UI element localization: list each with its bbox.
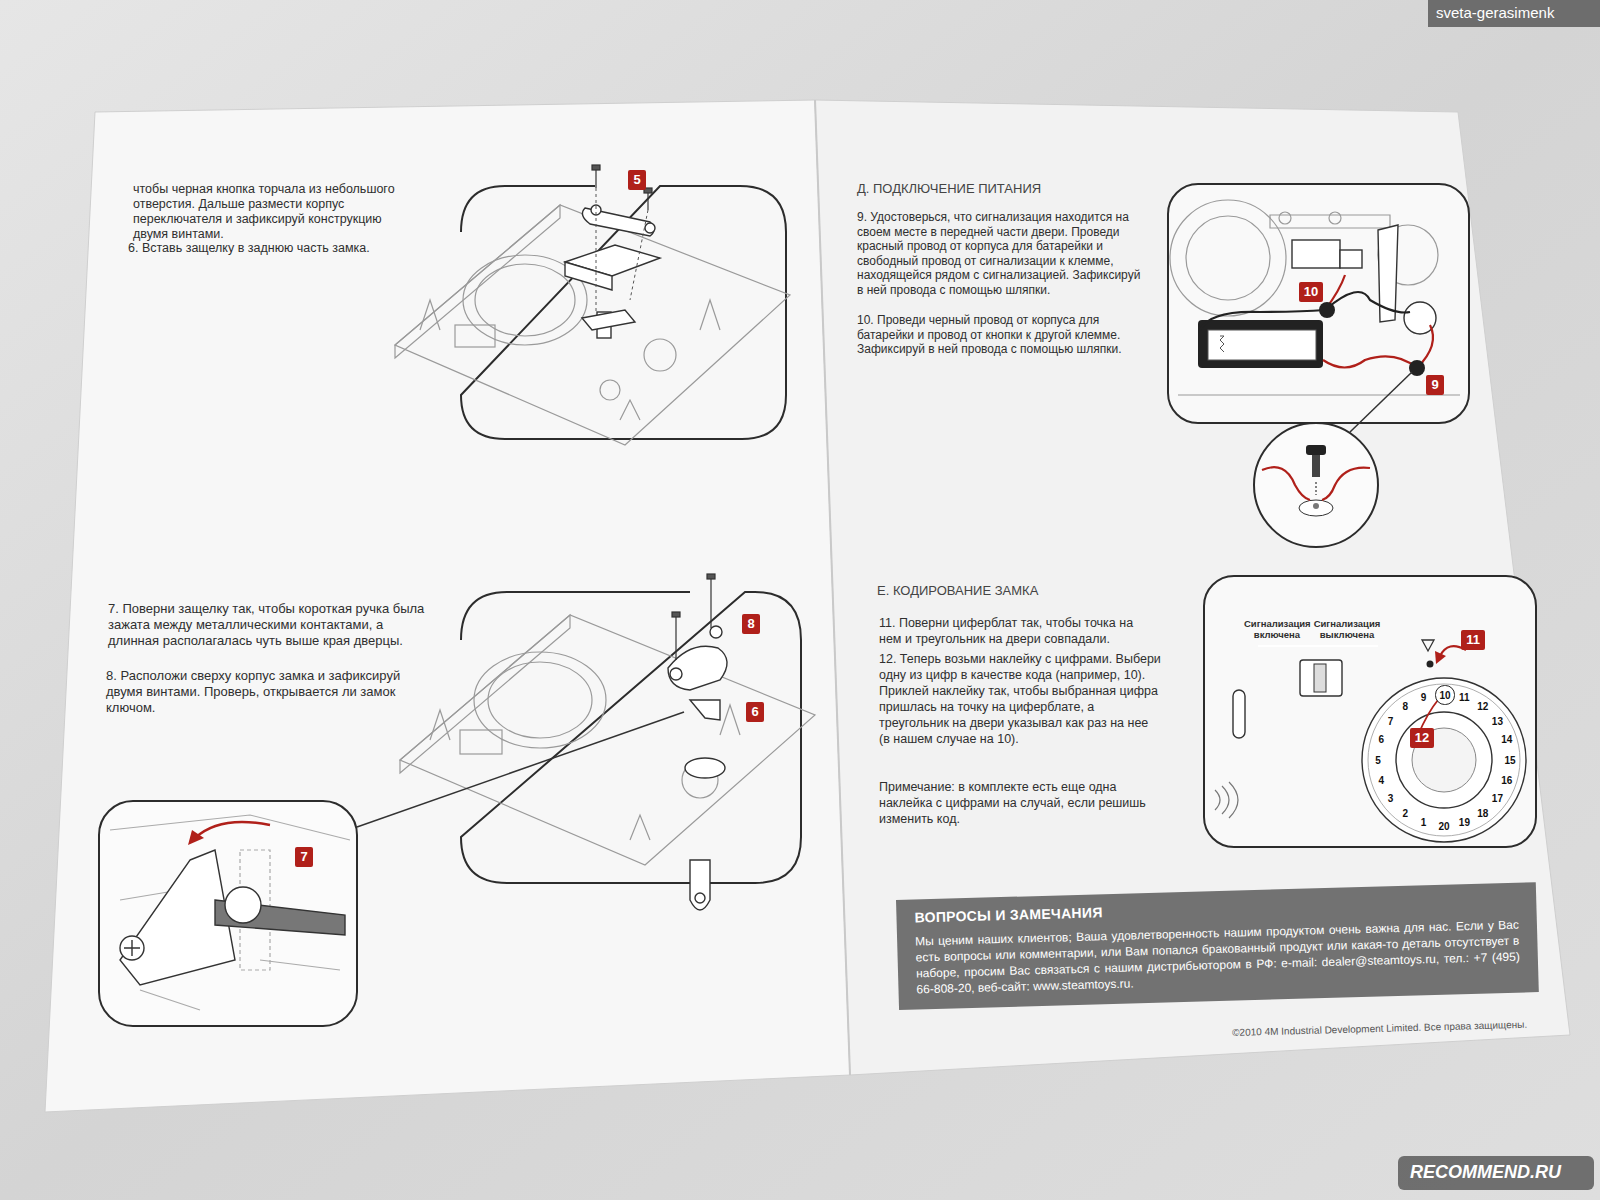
battery-holder <box>1198 320 1323 368</box>
detail-leader-line <box>1350 372 1412 432</box>
switch-label: Сигнализация включена <box>1244 618 1310 640</box>
callout-number: 9 <box>1426 375 1443 395</box>
dial-number: 17 <box>1492 793 1503 804</box>
door-handle <box>1233 690 1245 738</box>
callout-number: 10 <box>1304 284 1318 299</box>
dial-number: 20 <box>1438 821 1449 832</box>
callout-number: 6 <box>746 702 763 722</box>
instruction-text: 12. Теперь возьми наклейку с цифрами. Вы… <box>879 651 1161 747</box>
latch-detail <box>120 850 345 985</box>
dial-number: 13 <box>1492 716 1503 727</box>
speaker-holes <box>1215 782 1238 818</box>
screws <box>592 165 652 210</box>
dial-number: 3 <box>1388 793 1394 804</box>
dial-dot <box>1427 661 1434 668</box>
dial-number: 5 <box>1375 755 1381 766</box>
terminal <box>1319 302 1335 318</box>
instruction-text: 7. Поверни защелку так, чтобы короткая р… <box>108 601 426 649</box>
figure-frame <box>461 592 801 883</box>
callout-number: 8 <box>747 616 754 631</box>
dial-number: 2 <box>1402 808 1408 819</box>
alarm-switch <box>1300 660 1342 696</box>
section-heading: Д. ПОДКЛЮЧЕНИЕ ПИТАНИЯ <box>857 181 1157 197</box>
page-fold <box>815 100 850 1075</box>
dial-number: 6 <box>1378 734 1384 745</box>
lock-housing-drawing <box>395 205 790 445</box>
switch-parts <box>565 205 660 338</box>
lock-body <box>668 626 727 910</box>
door-frame <box>1204 576 1536 847</box>
callout-number: 12 <box>1410 728 1434 748</box>
figure-frame <box>1168 184 1469 423</box>
box-body: Мы ценим наших клиентов; Ваша удовлетвор… <box>915 917 1521 998</box>
watermark: sveta-gerasimenk <box>1436 4 1596 21</box>
dial-number: 9 <box>1421 692 1427 703</box>
panel-edge <box>1258 645 1378 647</box>
screws <box>672 574 715 660</box>
dial-number: 12 <box>1477 701 1488 712</box>
detail-frame <box>99 801 357 1026</box>
dial-knob <box>1412 728 1476 792</box>
dial-inner-ring <box>1396 712 1492 808</box>
dial-number: 8 <box>1402 701 1408 712</box>
arrow-head <box>1435 651 1446 664</box>
callout-number: 5 <box>633 172 640 187</box>
section-heading: Е. КОДИРОВАНИЕ ЗАМКА <box>877 583 1177 599</box>
detail-circle <box>1254 423 1378 547</box>
terminal-detail <box>1262 445 1370 516</box>
contact-box: ВОПРОСЫ И ЗАМЕЧАНИЯМы ценим наших клиент… <box>896 882 1539 1010</box>
dial <box>1362 678 1526 842</box>
watermark: RECOMMEND.RU <box>1410 1162 1590 1183</box>
dial-number: 7 <box>1388 716 1394 727</box>
callout-number: 10 <box>1299 282 1323 302</box>
dial-number: 18 <box>1477 808 1488 819</box>
figure-frame <box>461 186 786 439</box>
switch-slider <box>1314 664 1326 692</box>
right-page <box>815 100 1570 1075</box>
callout-number: 6 <box>751 704 758 719</box>
instruction-text: 6. Вставь защелку в заднюю часть замка. <box>128 241 428 256</box>
wires <box>1200 275 1433 368</box>
callout-number: 7 <box>300 849 307 864</box>
callout-number: 5 <box>628 170 645 190</box>
dial-number: 16 <box>1501 775 1512 786</box>
watermark-ground <box>1428 0 1600 27</box>
instruction-text: чтобы черная кнопка торчала из небольшог… <box>133 182 408 242</box>
detail-leader-line <box>357 712 684 827</box>
callout-number: 11 <box>1466 632 1480 647</box>
door-triangle <box>1422 640 1434 651</box>
arrow-head <box>188 830 204 845</box>
detail-background <box>110 815 350 1010</box>
switch-label: Сигнализация выключена <box>1312 618 1382 640</box>
callout-number: 9 <box>1431 377 1438 392</box>
callout-number: 12 <box>1415 730 1429 745</box>
dial-number: 19 <box>1459 817 1470 828</box>
selected-code-circle: 10 <box>1435 685 1454 704</box>
instruction-text: 10. Проведи черный провод от корпуса для… <box>857 313 1142 357</box>
callout-number: 8 <box>742 614 759 634</box>
instruction-text: 9. Удостоверься, что сигнализация находи… <box>857 210 1142 298</box>
dial-number: 1 <box>1421 817 1427 828</box>
dial-number: 15 <box>1504 755 1515 766</box>
guide-lines <box>596 188 648 312</box>
dial-number: 10 <box>1439 690 1450 701</box>
lock-housing-drawing <box>400 615 815 865</box>
dial-number: 14 <box>1501 734 1512 745</box>
instruction-text: Примечание: в комплекте есть еще одна на… <box>879 779 1161 827</box>
watermark-ground <box>1398 1156 1594 1190</box>
rotation-arrow <box>195 822 270 838</box>
instruction-text: 8. Расположи сверху корпус замка и зафик… <box>106 668 406 716</box>
dial-number: 11 <box>1459 692 1470 703</box>
sticker-edge <box>1368 684 1520 836</box>
instruction-text: 11. Поверни циферблат так, чтобы точка н… <box>879 615 1159 647</box>
callout-number: 7 <box>295 847 312 867</box>
callout-number: 11 <box>1461 630 1485 650</box>
left-page <box>45 100 850 1112</box>
dial-number: 4 <box>1378 775 1384 786</box>
door-inside-drawing <box>1170 200 1460 395</box>
